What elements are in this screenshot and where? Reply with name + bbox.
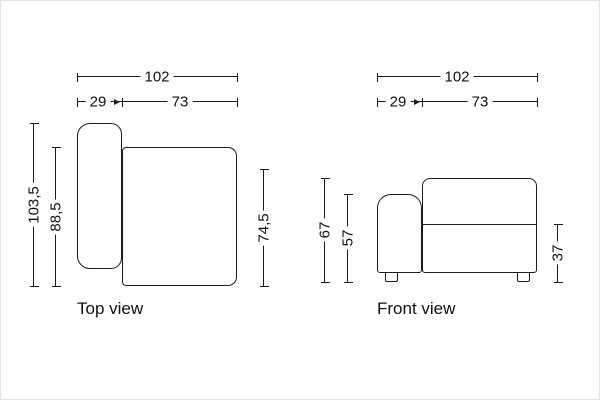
top-view-seat-shape: [122, 147, 237, 286]
front-view-total-height-value: 67: [316, 218, 334, 242]
top-view-split-width-dimension: 29 73: [77, 93, 238, 111]
top-view-inner-depth-value: 88,5: [47, 198, 65, 235]
top-view-armrest-shape: [77, 123, 122, 269]
dim-tick: [52, 147, 61, 148]
dim-tick: [321, 282, 330, 283]
dim-tick: [237, 98, 238, 107]
dim-arrow: [414, 99, 420, 105]
top-view-seat-depth-dimension: 74,5: [255, 169, 273, 287]
front-view-label: Front view: [377, 299, 456, 318]
front-view-body-shape: [422, 178, 537, 273]
top-view-seat-width-value: 73: [167, 93, 193, 111]
top-view-inner-depth-dimension: 88,5: [47, 147, 65, 287]
dim-arrow: [114, 99, 120, 105]
dim-tick: [554, 282, 563, 283]
top-view-armrest-width-value: 29: [85, 93, 111, 111]
front-view-total-width-value: 102: [440, 68, 474, 86]
front-view-armrest-height-dimension: 57: [339, 194, 357, 283]
top-view-total-width-value: 102: [140, 68, 174, 86]
dim-tick: [344, 282, 353, 283]
front-view-seat-height-dimension: 37: [549, 224, 567, 283]
dim-tick: [554, 224, 563, 225]
top-view-total-depth-value: 103,5: [25, 182, 43, 227]
dim-tick: [237, 73, 238, 82]
top-view-seat-depth-value: 74,5: [255, 209, 273, 246]
dim-tick: [122, 98, 123, 107]
dim-tick: [77, 98, 78, 107]
front-view-total-height-dimension: 67: [316, 178, 334, 283]
dim-tick: [52, 286, 61, 287]
dim-tick: [344, 194, 353, 195]
front-view-armrest-height-value: 57: [339, 226, 357, 250]
dim-tick: [260, 286, 269, 287]
dim-tick: [537, 73, 538, 82]
top-view-total-width-dimension: 102: [77, 68, 238, 86]
front-view-seat-height-value: 37: [549, 241, 567, 265]
dim-tick: [422, 98, 423, 107]
front-view-seat-seam-line: [423, 224, 536, 225]
front-view-armrest-width-value: 29: [385, 93, 411, 111]
front-view-split-width-dimension: 29 73: [377, 93, 538, 111]
dim-tick: [537, 98, 538, 107]
front-view-armrest-shape: [377, 194, 422, 273]
dim-tick: [377, 98, 378, 107]
dim-tick: [377, 73, 378, 82]
dim-tick: [260, 169, 269, 170]
dim-tick: [321, 178, 330, 179]
top-view-total-depth-dimension: 103,5: [25, 123, 43, 287]
dim-tick: [30, 123, 39, 124]
front-view-seat-width-value: 73: [467, 93, 493, 111]
dim-tick: [30, 286, 39, 287]
front-view-total-width-dimension: 102: [377, 68, 538, 86]
dim-tick: [77, 73, 78, 82]
top-view-label: Top view: [77, 299, 144, 318]
